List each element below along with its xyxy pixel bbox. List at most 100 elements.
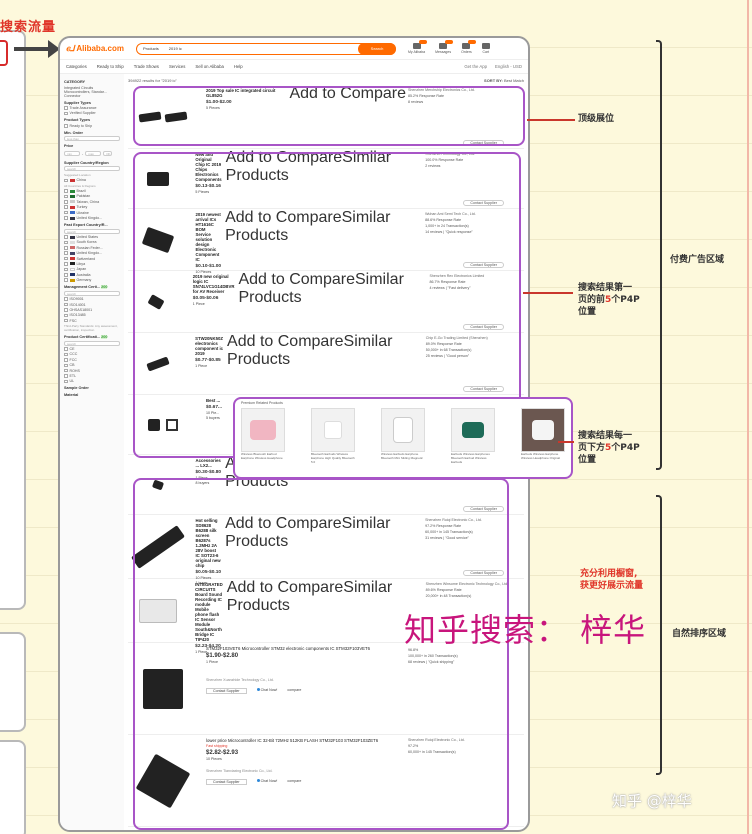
product-title[interactable]: STW20NK50Z electronics component ic 2019 — [195, 336, 224, 356]
price-max-input[interactable]: max — [85, 151, 102, 157]
filter-export[interactable]: Japan — [64, 267, 120, 271]
supplier-name[interactable]: Shenzhen Merchship Electronics Co., Ltd. — [408, 88, 475, 92]
contact-supplier-button[interactable]: Contact Supplier — [206, 688, 247, 694]
filter-export[interactable]: Russian Feder... — [64, 246, 120, 250]
product-title[interactable]: STM32F103VET6 Microcontroller STM32 elec… — [206, 646, 371, 651]
nav-sell[interactable]: Sell on Alibaba — [195, 64, 224, 69]
filter-country[interactable]: Turkey — [64, 205, 120, 209]
add-to-compare[interactable]: Add to Compare — [225, 209, 342, 226]
product-row[interactable]: 2019 Top sale IC integrated circuit GL85… — [128, 85, 524, 149]
product-row[interactable]: 2019 newest arrival ICs HT1616C BOM Serv… — [128, 209, 524, 274]
export-search-input[interactable]: search — [64, 228, 120, 234]
product-row[interactable]: lower price Microcontroller IC 32-Bit 72… — [128, 735, 524, 827]
search-bar[interactable]: Products 2019 ic Search — [136, 42, 396, 55]
filter-product-cert[interactable]: CB — [64, 363, 120, 367]
search-category-select[interactable]: Products — [143, 46, 159, 51]
filter-export[interactable]: Libya — [64, 262, 120, 266]
filter-export[interactable]: Switzerland — [64, 257, 120, 261]
similar-products[interactable]: Similar Products — [225, 209, 391, 244]
related-item[interactable]: Bluetooth Earbuds Wireless Earphone High… — [311, 408, 355, 464]
get-app-link[interactable]: Get the App — [464, 64, 488, 69]
sample-order-heading[interactable]: Sample Order — [64, 386, 89, 391]
filter-product-cert[interactable]: CCC — [64, 352, 120, 356]
alibaba-logo[interactable]: ⲉ⅃Alibaba.com — [66, 43, 136, 54]
contact-supplier-button[interactable]: Contact Supplier — [463, 324, 504, 330]
filter-product-cert[interactable]: CE — [64, 347, 120, 351]
filter-cert[interactable]: OHSAS18001 — [64, 308, 120, 312]
product-row[interactable]: Hot selling SD8628 B6288 silk screen B62… — [128, 515, 524, 585]
product-image[interactable] — [128, 395, 198, 454]
product-row[interactable]: INTEGRATED CIRCUITS Board Sound Recordin… — [128, 579, 524, 654]
contact-supplier-button[interactable]: Contact Supplier — [463, 200, 504, 206]
filter-export[interactable]: United Kingdo... — [64, 251, 120, 255]
related-item[interactable]: Earbuds Wireless Earphones Bluetooth Ear… — [451, 408, 495, 464]
filter-export[interactable]: Australia — [64, 273, 120, 277]
add-to-compare[interactable]: Add to Compare — [226, 579, 344, 596]
sort-select[interactable]: SORT BY: Best Match — [484, 78, 524, 83]
filter-product-cert[interactable]: UL — [64, 379, 120, 383]
language-select[interactable]: English - USD — [495, 64, 522, 69]
filter-ready-to-ship[interactable]: Ready to Ship — [64, 124, 120, 128]
contact-supplier-button[interactable]: Contact Supplier — [206, 779, 247, 785]
add-to-compare[interactable]: Add to Compare — [289, 85, 406, 102]
product-title[interactable]: lower price Microcontroller IC 32-Bit 72… — [206, 738, 379, 743]
product-title[interactable]: 2019 new original logic IC SN74LVC1G14DB… — [192, 274, 235, 294]
filter-trade-assurance[interactable]: Trade Assurance — [64, 106, 120, 110]
filter-export[interactable]: South Korea — [64, 240, 120, 244]
contact-supplier-button[interactable]: Contact Supplier — [463, 570, 504, 576]
supplier-name[interactable]: Shenzhen Ruiqi Electronic Co., Ltd. — [425, 518, 482, 522]
filter-cert[interactable]: FSC — [64, 319, 120, 323]
similar-products[interactable]: Similar Products — [238, 271, 404, 306]
search-button[interactable]: Search — [358, 42, 396, 55]
nav-trade-shows[interactable]: Trade Shows — [133, 64, 159, 69]
filter-export[interactable]: United States — [64, 235, 120, 239]
product-title[interactable]: Best ... — [206, 398, 221, 403]
filter-cert[interactable]: ISO13485 — [64, 313, 120, 317]
country-search-input[interactable]: search — [64, 166, 120, 172]
my-alibaba-button[interactable]: My Alibaba — [408, 40, 427, 54]
filter-verified-supplier[interactable]: Verified Supplier — [64, 111, 120, 115]
product-row[interactable]: STM32F103VET6 Microcontroller STM32 elec… — [128, 643, 524, 735]
product-row[interactable]: 2019 new original logic IC SN74LVC1G14DB… — [128, 271, 524, 333]
product-title[interactable]: Accessories ... LX2... — [195, 458, 221, 468]
product-title[interactable]: 2019 Top sale IC integrated circuit GL85… — [206, 88, 276, 98]
contact-supplier-button[interactable]: Contact Supplier — [463, 506, 504, 512]
product-image[interactable] — [128, 643, 198, 734]
supplier-name[interactable]: Shenzhen Winsome Electronic Technology C… — [425, 582, 509, 586]
filter-country[interactable]: Taiwan, China — [64, 200, 120, 204]
compare-checkbox[interactable]: compare — [287, 779, 302, 783]
contact-supplier-button[interactable]: Contact Supplier — [463, 386, 504, 392]
cart-button[interactable]: Cart — [481, 43, 490, 54]
chat-now-button[interactable]: Chat Now! — [260, 688, 278, 692]
related-item[interactable]: Wireless Earbuds Earphone Bluetooth Mini… — [381, 408, 425, 464]
similar-products[interactable]: Similar Products — [225, 515, 391, 550]
add-to-compare[interactable]: Add to Compare — [225, 515, 342, 532]
similar-products[interactable]: Similar Products — [226, 579, 393, 614]
price-ok-button[interactable]: OK — [103, 151, 112, 157]
messages-button[interactable]: Messages — [435, 40, 454, 54]
price-min-input[interactable]: min — [64, 151, 80, 157]
search-input[interactable]: 2019 ic — [168, 46, 182, 51]
filter-product-cert[interactable]: ETL — [64, 374, 120, 378]
filter-cert[interactable]: ISO14001 — [64, 303, 120, 307]
mgmt-search-input[interactable]: search — [64, 290, 120, 296]
material-heading[interactable]: Material — [64, 393, 79, 398]
past-export-heading[interactable]: Past Export Country/R... — [64, 223, 108, 228]
product-title[interactable]: Hot selling SD8628 B6288 silk screen B62… — [195, 518, 221, 568]
supplier-name[interactable]: Shenzhen Tianxiaxing Electronic Co., Ltd… — [206, 769, 273, 773]
supplier-name[interactable]: Chip E-Go Trading Limited (Shenzhen) — [425, 336, 488, 340]
supplier-name[interactable]: Shenzhen Xuanzhide Technology Co., Ltd. — [206, 678, 274, 682]
product-cert-search-input[interactable]: search — [64, 340, 120, 346]
nav-categories[interactable]: Categories — [66, 64, 87, 69]
mgmt-cert-heading[interactable]: Management Certi... 200 — [64, 285, 108, 290]
supplier-name[interactable]: Shenzhen Technology Co., Ltd. — [425, 152, 476, 156]
filter-country[interactable]: Ukraine — [64, 211, 120, 215]
product-title[interactable]: 2019 newest arrival ICs HT1616C BOM Serv… — [195, 212, 221, 262]
filter-country[interactable]: Pakistan — [64, 194, 120, 198]
add-to-compare[interactable]: Add to Compare — [227, 333, 344, 350]
compare-checkbox[interactable]: compare — [287, 688, 302, 692]
product-cert-heading[interactable]: Product Certificati... 200 — [64, 335, 108, 340]
product-title[interactable]: INTEGRATED CIRCUITS Board Sound Recordin… — [195, 582, 223, 642]
country-heading[interactable]: Supplier Country/Region — [64, 160, 109, 165]
filter-country-china[interactable]: China — [64, 178, 120, 182]
